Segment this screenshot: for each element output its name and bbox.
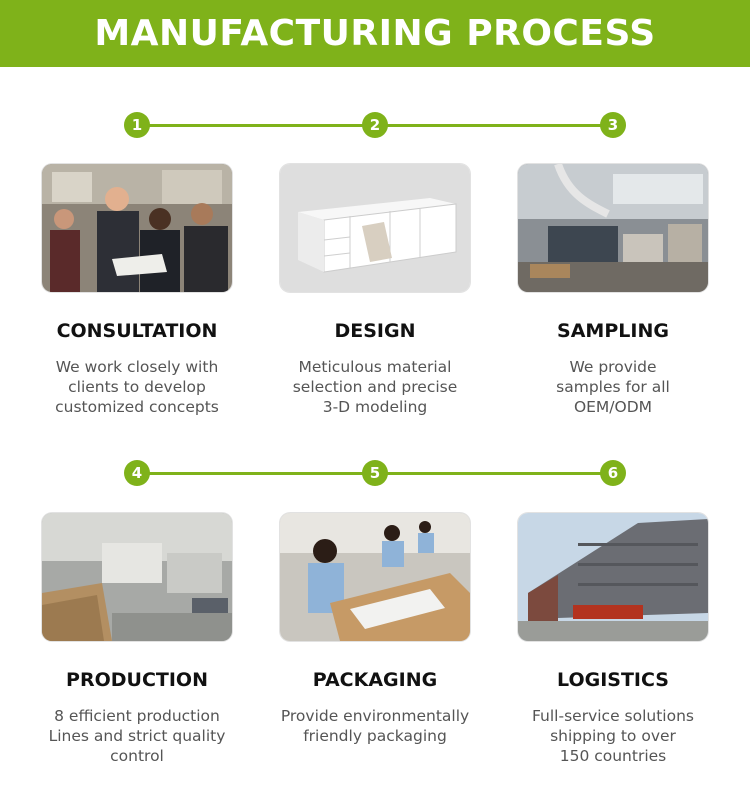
step-badge-4: 4 — [124, 460, 150, 486]
logistics-photo — [518, 513, 708, 641]
step-description: We provide samples for all OEM/ODM — [556, 358, 670, 416]
step-title: SAMPLING — [557, 320, 669, 342]
sampling-photo — [518, 164, 708, 292]
design-photo — [280, 164, 470, 292]
step-badge-3: 3 — [600, 112, 626, 138]
step-card-logistics: LOGISTICS Full-service solutions shippin… — [518, 513, 708, 765]
step-badge-2: 2 — [362, 112, 388, 138]
step-card-design: DESIGN Meticulous material selection and… — [280, 164, 470, 416]
step-title: DESIGN — [334, 320, 416, 342]
step-title: LOGISTICS — [557, 669, 669, 691]
packaging-photo — [280, 513, 470, 641]
header-banner: MANUFACTURING PROCESS — [0, 0, 750, 67]
step-card-sampling: SAMPLING We provide samples for all OEM/… — [518, 164, 708, 416]
step-description: Provide environmentally friendly packagi… — [280, 707, 470, 745]
consultation-photo — [42, 164, 232, 292]
step-description: 8 efficient production Lines and strict … — [48, 707, 226, 765]
step-title: PRODUCTION — [66, 669, 208, 691]
step-description: We work closely with clients to develop … — [55, 358, 219, 416]
step-badge-6: 6 — [600, 460, 626, 486]
production-photo — [42, 513, 232, 641]
step-card-production: PRODUCTION 8 efficient production Lines … — [42, 513, 232, 765]
step-badge-1: 1 — [124, 112, 150, 138]
page-title: MANUFACTURING PROCESS — [94, 13, 656, 54]
step-card-consultation: CONSULTATION We work closely with client… — [42, 164, 232, 416]
timeline-row-2: 4 5 6 — [0, 458, 750, 488]
step-description: Full-service solutions shipping to over … — [531, 707, 694, 765]
step-title: CONSULTATION — [56, 320, 218, 342]
timeline-row-1: 1 2 3 — [0, 110, 750, 140]
step-title: PACKAGING — [312, 669, 438, 691]
step-card-packaging: PACKAGING Provide environmentally friend… — [280, 513, 470, 745]
step-description: Meticulous material selection and precis… — [292, 358, 458, 416]
step-badge-5: 5 — [362, 460, 388, 486]
